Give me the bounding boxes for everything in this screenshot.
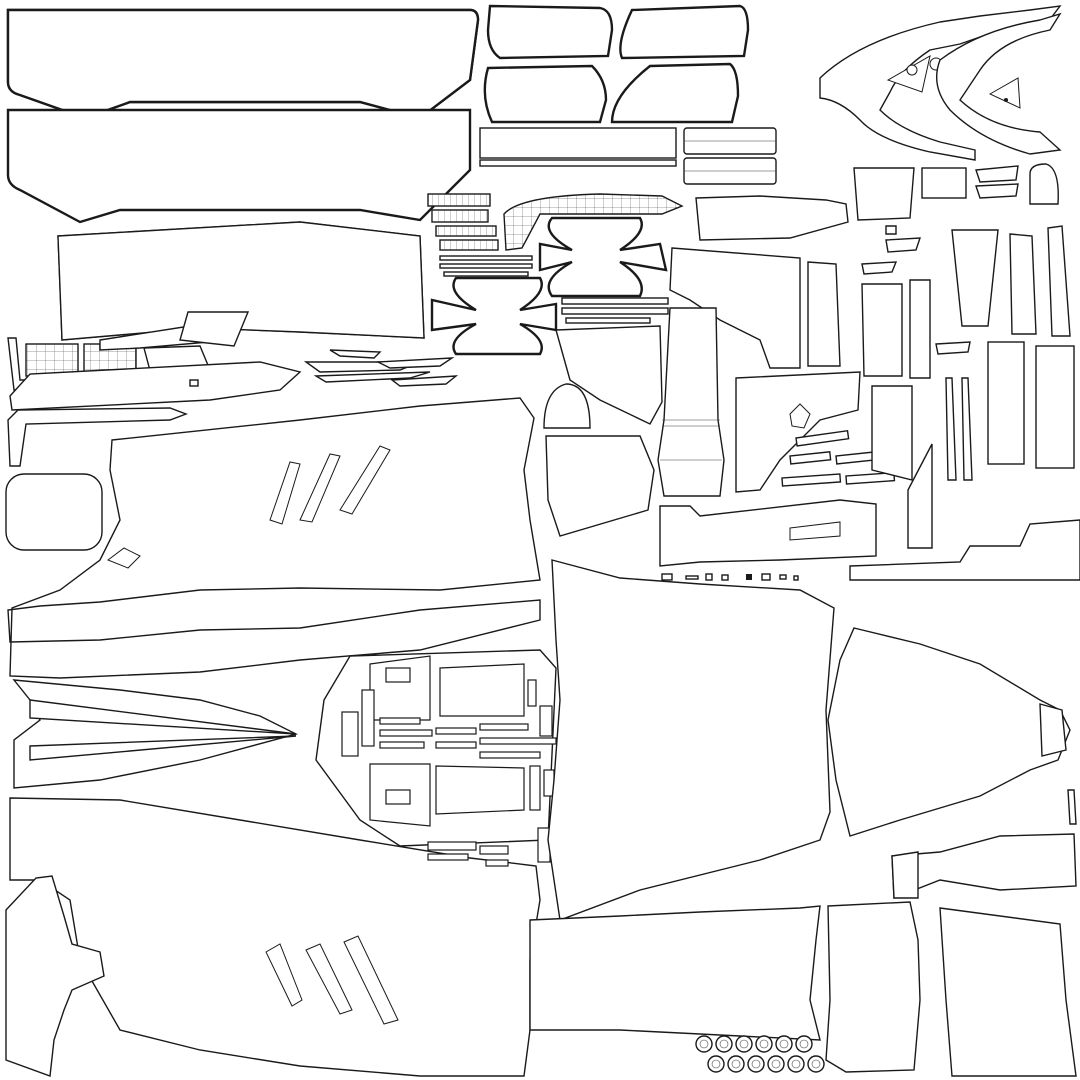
fender-piece-mid	[735, 371, 896, 493]
rounded-square-cushion	[5, 473, 103, 551]
nose-cone-right	[827, 627, 1077, 837]
bell-shape-left	[5, 875, 105, 1077]
rounded-rect-bottom	[683, 157, 777, 185]
exhaust-cylinder	[891, 833, 1077, 900]
lower-body-shell	[9, 679, 541, 1077]
rounded-rect-top	[683, 127, 777, 155]
side-fender-flap	[669, 195, 849, 369]
curved-frame-right	[819, 5, 1062, 161]
dome-small	[543, 383, 591, 429]
quad-panel-bottom-right-b	[939, 907, 1077, 1077]
tall-column-center	[657, 307, 725, 497]
bowtie-part-lower	[430, 276, 558, 356]
bolt-heads-cluster	[695, 1035, 825, 1073]
bar-strip-stack	[479, 127, 677, 167]
left-bracket-set	[7, 311, 459, 467]
bumper-strip-middle	[6, 108, 472, 224]
rear-skirt-bottom	[529, 905, 821, 1041]
panel-tr-1	[619, 4, 750, 60]
spoiler-base-right	[659, 499, 1080, 581]
panel-tl-1	[486, 4, 614, 60]
upright-panels-right	[853, 163, 1075, 549]
upper-body-shell	[7, 397, 541, 679]
tiny-bits-row	[661, 573, 799, 581]
small-parts-mid-upper	[427, 193, 684, 324]
panel-tl-2	[483, 64, 608, 124]
hood-center-right	[547, 559, 835, 921]
quad-panel-bottom-right-a	[825, 901, 921, 1073]
bowtie-part-upper	[538, 216, 668, 298]
bumper-strip-top	[6, 8, 480, 120]
angular-shield	[545, 325, 663, 537]
panel-tr-2	[610, 62, 740, 124]
bumper-strip-lower	[57, 221, 425, 341]
